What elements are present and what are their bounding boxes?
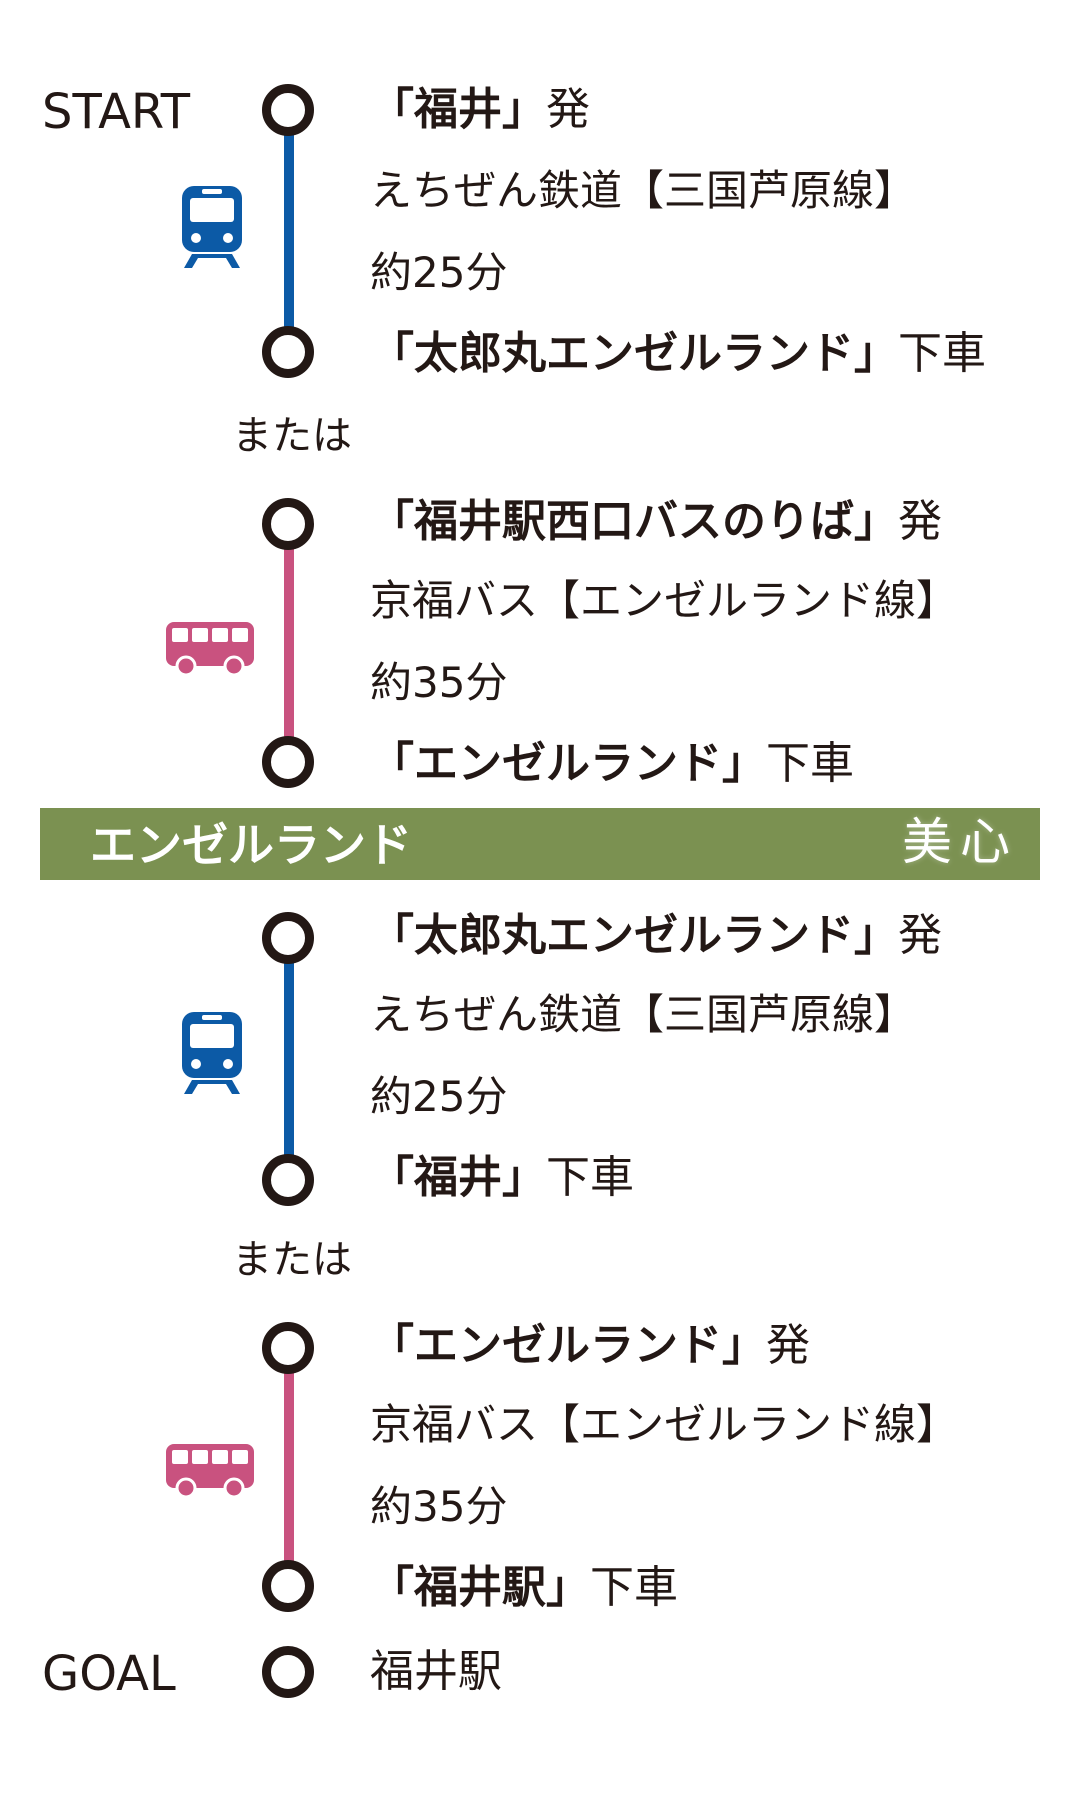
train-icon <box>182 186 242 268</box>
station-node <box>262 1646 314 1698</box>
depart-station: 「福井」発 <box>370 88 590 132</box>
banner-title: エンゼルランド <box>90 818 412 872</box>
goal-station: 福井駅 <box>370 1646 502 1697</box>
station-name: 「福井」 <box>370 84 546 135</box>
travel-duration: 約35分 <box>370 1482 508 1531</box>
arrive-station: 「福井駅」下車 <box>370 1566 678 1610</box>
station-suffix: 発 <box>898 496 942 547</box>
travel-duration: 約25分 <box>370 1072 508 1121</box>
goal-label: GOAL <box>42 1646 176 1702</box>
station-name: 「太郎丸エンゼルランド」 <box>370 910 898 961</box>
or-label: または <box>232 413 352 459</box>
station-suffix: 下車 <box>766 738 854 789</box>
station-node <box>262 736 314 788</box>
train-route-line <box>284 952 294 1178</box>
station-node <box>262 84 314 136</box>
station-node <box>262 912 314 964</box>
depart-station: 「太郎丸エンゼルランド」発 <box>370 914 942 958</box>
station-suffix: 下車 <box>546 1152 634 1203</box>
train-route-line <box>284 126 294 350</box>
travel-duration: 約35分 <box>370 658 508 707</box>
travel-duration: 約25分 <box>370 248 508 297</box>
station-suffix: 下車 <box>590 1562 678 1613</box>
banner-logo: 美心 <box>902 813 1018 871</box>
bus-icon <box>166 622 254 677</box>
station-node <box>262 1154 314 1206</box>
or-label: または <box>232 1237 352 1283</box>
arrive-station: 「福井」下車 <box>370 1156 634 1200</box>
destination-banner: エンゼルランド 美心 <box>40 808 1040 880</box>
depart-station: 「福井駅西口バスのりば」発 <box>370 500 942 544</box>
start-label: START <box>42 84 191 140</box>
station-name: 「エンゼルランド」 <box>370 1320 766 1371</box>
station-node <box>262 326 314 378</box>
bus-route-line <box>284 540 294 760</box>
bus-line-name: 京福バス【エンゼルランド線】 <box>370 576 959 625</box>
arrive-station: 「太郎丸エンゼルランド」下車 <box>370 332 986 376</box>
arrive-station: 「エンゼルランド」下車 <box>370 742 854 786</box>
station-suffix: 発 <box>546 84 590 135</box>
bus-line-name: 京福バス【エンゼルランド線】 <box>370 1400 959 1449</box>
station-node <box>262 1322 314 1374</box>
station-name: 「太郎丸エンゼルランド」 <box>370 328 898 379</box>
station-suffix: 発 <box>766 1320 810 1371</box>
bus-route-line <box>284 1362 294 1582</box>
station-node <box>262 1560 314 1612</box>
station-suffix: 下車 <box>898 328 986 379</box>
station-name: 「エンゼルランド」 <box>370 738 766 789</box>
depart-station: 「エンゼルランド」発 <box>370 1324 810 1368</box>
station-name: 「福井」 <box>370 1152 546 1203</box>
station-name: 「福井駅西口バスのりば」 <box>370 496 898 547</box>
station-node <box>262 498 314 550</box>
train-line-name: えちぜん鉄道【三国芦原線】 <box>370 166 917 215</box>
train-icon <box>182 1012 242 1094</box>
bus-icon <box>166 1444 254 1499</box>
station-suffix: 発 <box>898 910 942 961</box>
train-line-name: えちぜん鉄道【三国芦原線】 <box>370 990 917 1039</box>
station-name: 「福井駅」 <box>370 1562 590 1613</box>
